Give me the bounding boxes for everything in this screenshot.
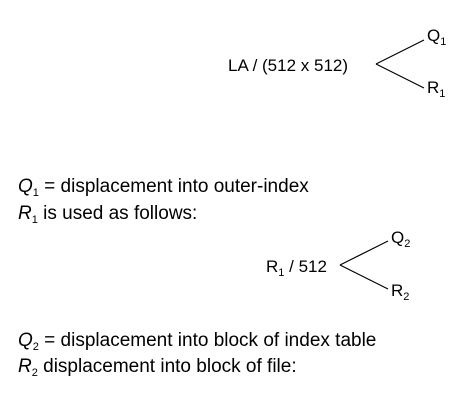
- r1-usage-text: is used as follows:: [37, 203, 198, 224]
- r1-usage-note: R1 is used as follows:: [18, 203, 198, 226]
- q2-var-subscript: 2: [32, 341, 39, 353]
- q1-branch-label: Q1: [427, 26, 447, 48]
- branch-line-upper-2: [339, 240, 389, 266]
- q1-definition-text: = displacement into outer-index: [38, 176, 309, 197]
- r2-subscript: 2: [403, 291, 410, 303]
- r1-subscript: 1: [439, 88, 446, 100]
- q1-var-subscript: 1: [32, 187, 39, 199]
- r2-branch-label: R2: [391, 281, 410, 303]
- q1-subscript: 1: [440, 36, 447, 48]
- r1-branch-label: R1: [427, 78, 446, 100]
- r1-expr-divisor: / 512: [284, 257, 327, 276]
- q2-letter: Q: [391, 228, 405, 247]
- r2-var-subscript: 2: [31, 367, 38, 379]
- r2-letter: R: [391, 281, 404, 300]
- r2-definition-text: displacement into block of file:: [37, 356, 297, 377]
- r1-var-subscript: 1: [31, 214, 38, 226]
- q1-var: Q: [18, 176, 33, 197]
- r1-expr-subscript: 1: [278, 267, 285, 279]
- q1-definition: Q1 = displacement into outer-index: [18, 176, 309, 199]
- branch-line-lower-2: [339, 264, 389, 290]
- q2-definition-text: = displacement into block of index table: [38, 330, 377, 351]
- q2-subscript: 2: [404, 238, 411, 250]
- branch-line-upper: [375, 39, 425, 65]
- q2-branch-label: Q2: [391, 228, 411, 250]
- q2-var: Q: [18, 330, 33, 351]
- r1-expr-letter: R: [266, 257, 279, 276]
- r2-definition: R2 displacement into block of file:: [18, 356, 297, 379]
- r2-var: R: [18, 356, 32, 377]
- r1-division-expression: R1 / 512: [266, 257, 327, 279]
- r1-var: R: [18, 203, 32, 224]
- branch-line-lower: [375, 63, 425, 89]
- r1-letter: R: [427, 78, 440, 97]
- q1-letter: Q: [427, 26, 441, 45]
- logical-address-expression: LA / (512 x 512): [228, 56, 349, 75]
- q2-definition: Q2 = displacement into block of index ta…: [18, 330, 377, 353]
